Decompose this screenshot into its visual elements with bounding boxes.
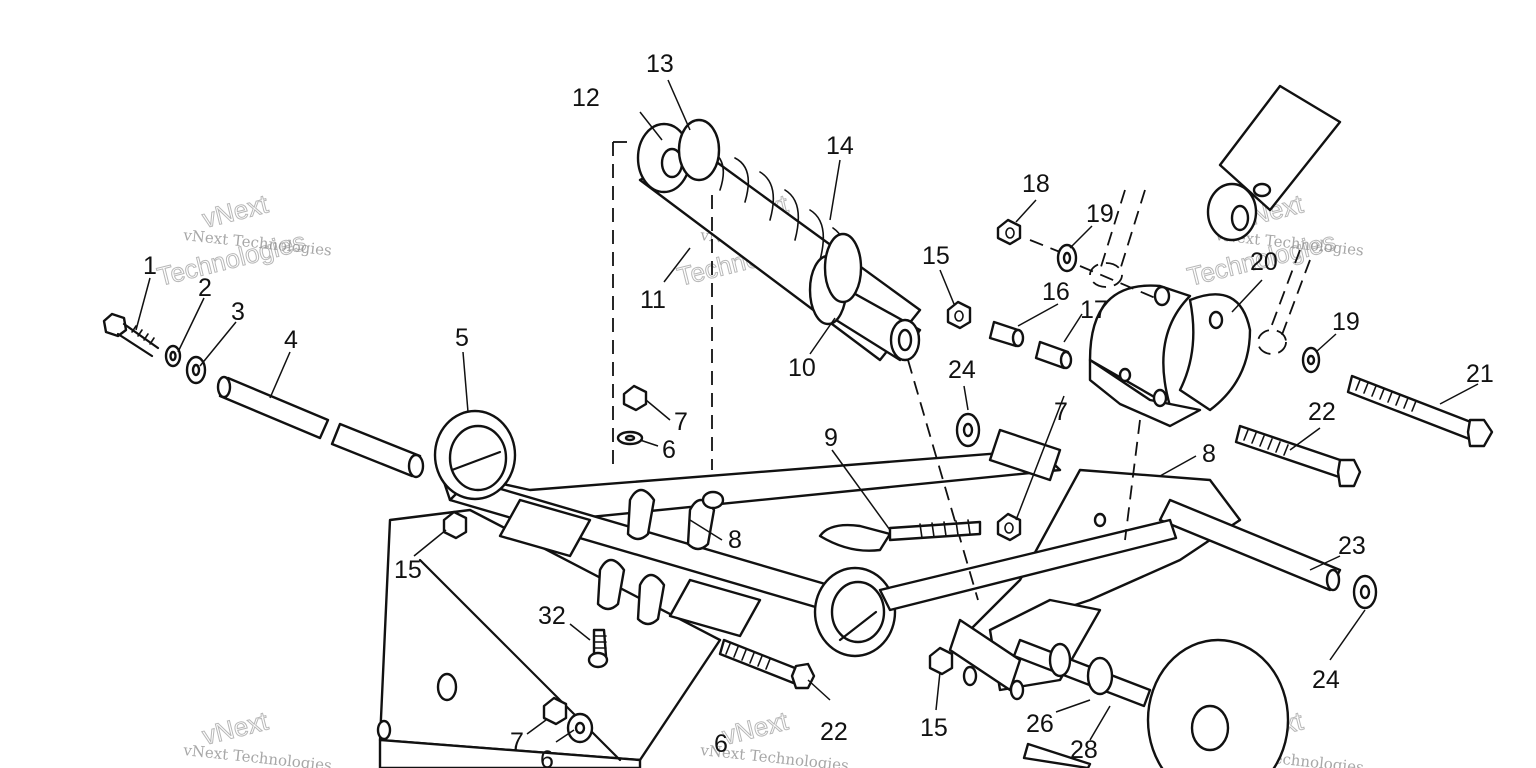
bolt-28-icon [1022,742,1092,768]
watermark-large-line1: vNext [199,188,271,233]
rear-arm-assembly [878,428,1342,701]
nut-15-lower-icon [928,646,954,676]
washer-24-lower-icon [1352,574,1378,610]
callout-24-lower: 24 [1312,666,1340,694]
nut-7-center-icon [622,384,648,412]
washer-6-center-icon [616,430,644,446]
mount-brackets-icon [498,488,762,638]
bolt-1-icon [102,312,160,358]
callout-11: 11 [640,286,666,314]
spacer-16-icon [988,320,1025,348]
washer-19-upper-icon [1056,243,1078,273]
callout-3: 3 [231,298,245,326]
washer-3-icon [185,355,207,385]
callout-22-lower: 22 [820,718,848,746]
link-dashed-guides [1029,189,1311,541]
shock-absorber-icon [636,118,922,362]
roller-wheel-icon [1012,638,1290,768]
callout-7-center: 7 [674,408,688,436]
upper-shock-tube-icon [1206,84,1342,242]
washer-19-right-icon [1301,346,1321,374]
callout-19-right: 19 [1332,308,1360,336]
watermark-bottom-left: vNext vNext Technologies [182,705,333,768]
callout-18: 18 [1022,170,1050,198]
callout-6-center: 6 [662,436,676,464]
callout-8-right: 8 [1202,440,1216,468]
callout-23: 23 [1338,532,1366,560]
callout-15-lower: 15 [920,714,948,742]
eye-bolt-9-icon [818,519,982,552]
pivot-cup-right-icon [813,566,897,658]
callout-24-upper: 24 [948,356,976,384]
watermark-small-text: vNext Technologies [182,741,333,768]
callout-15-left: 15 [394,556,422,584]
callout-21: 21 [1466,360,1494,388]
callout-14: 14 [826,132,854,160]
callout-labels: 1 2 3 4 5 6 6 6 7 7 7 8 8 9 10 11 12 13 … [143,50,1494,768]
bolt-22-lower-icon [718,638,816,690]
bolt-32-icon [587,628,609,669]
bolt-22-upper-icon [1234,424,1362,488]
nut-15-left-icon [442,510,468,540]
callout-16: 16 [1042,278,1070,306]
washer-6-lower-icon [566,712,594,744]
callout-8-center: 8 [728,526,742,554]
callout-10: 10 [788,354,816,382]
callout-7-right: 7 [1054,398,1068,426]
callout-2: 2 [198,274,212,302]
callout-12: 12 [572,84,600,112]
nut-18-icon [996,218,1022,246]
callout-6-bottom: 6 [714,730,728,758]
shock-dashed-guides [612,141,979,601]
callout-15-upper: 15 [922,242,950,270]
callout-17: 17 [1080,296,1108,324]
nut-7-lower-icon [542,696,568,726]
bolt-21-icon [1346,374,1494,448]
callout-6-lower: 6 [540,746,554,768]
callout-7-lower: 7 [510,728,524,756]
callout-13: 13 [646,50,674,78]
callout-5: 5 [455,324,469,352]
watermark-top-left: vNext Technologies vNext Technologies [154,188,333,292]
tube-4-icon [216,375,425,479]
callout-9: 9 [824,424,838,452]
callout-1: 1 [143,252,157,280]
washer-2-icon [164,344,182,368]
pivot-cup-5-icon [433,409,517,501]
link-bracket-20-icon [1088,284,1252,428]
callout-26: 26 [1026,710,1054,738]
callout-19-upper: 19 [1086,200,1114,228]
leader-lines [135,79,1479,743]
callout-22-right: 22 [1308,398,1336,426]
spacer-17-icon [1034,340,1073,370]
callout-20: 20 [1250,248,1278,276]
nut-7-right-icon [996,512,1022,542]
washer-24-upper-icon [955,412,981,448]
callout-4: 4 [284,326,298,354]
callout-32: 32 [538,602,566,630]
nut-15-upper-icon [946,300,972,330]
callout-28: 28 [1070,736,1098,764]
